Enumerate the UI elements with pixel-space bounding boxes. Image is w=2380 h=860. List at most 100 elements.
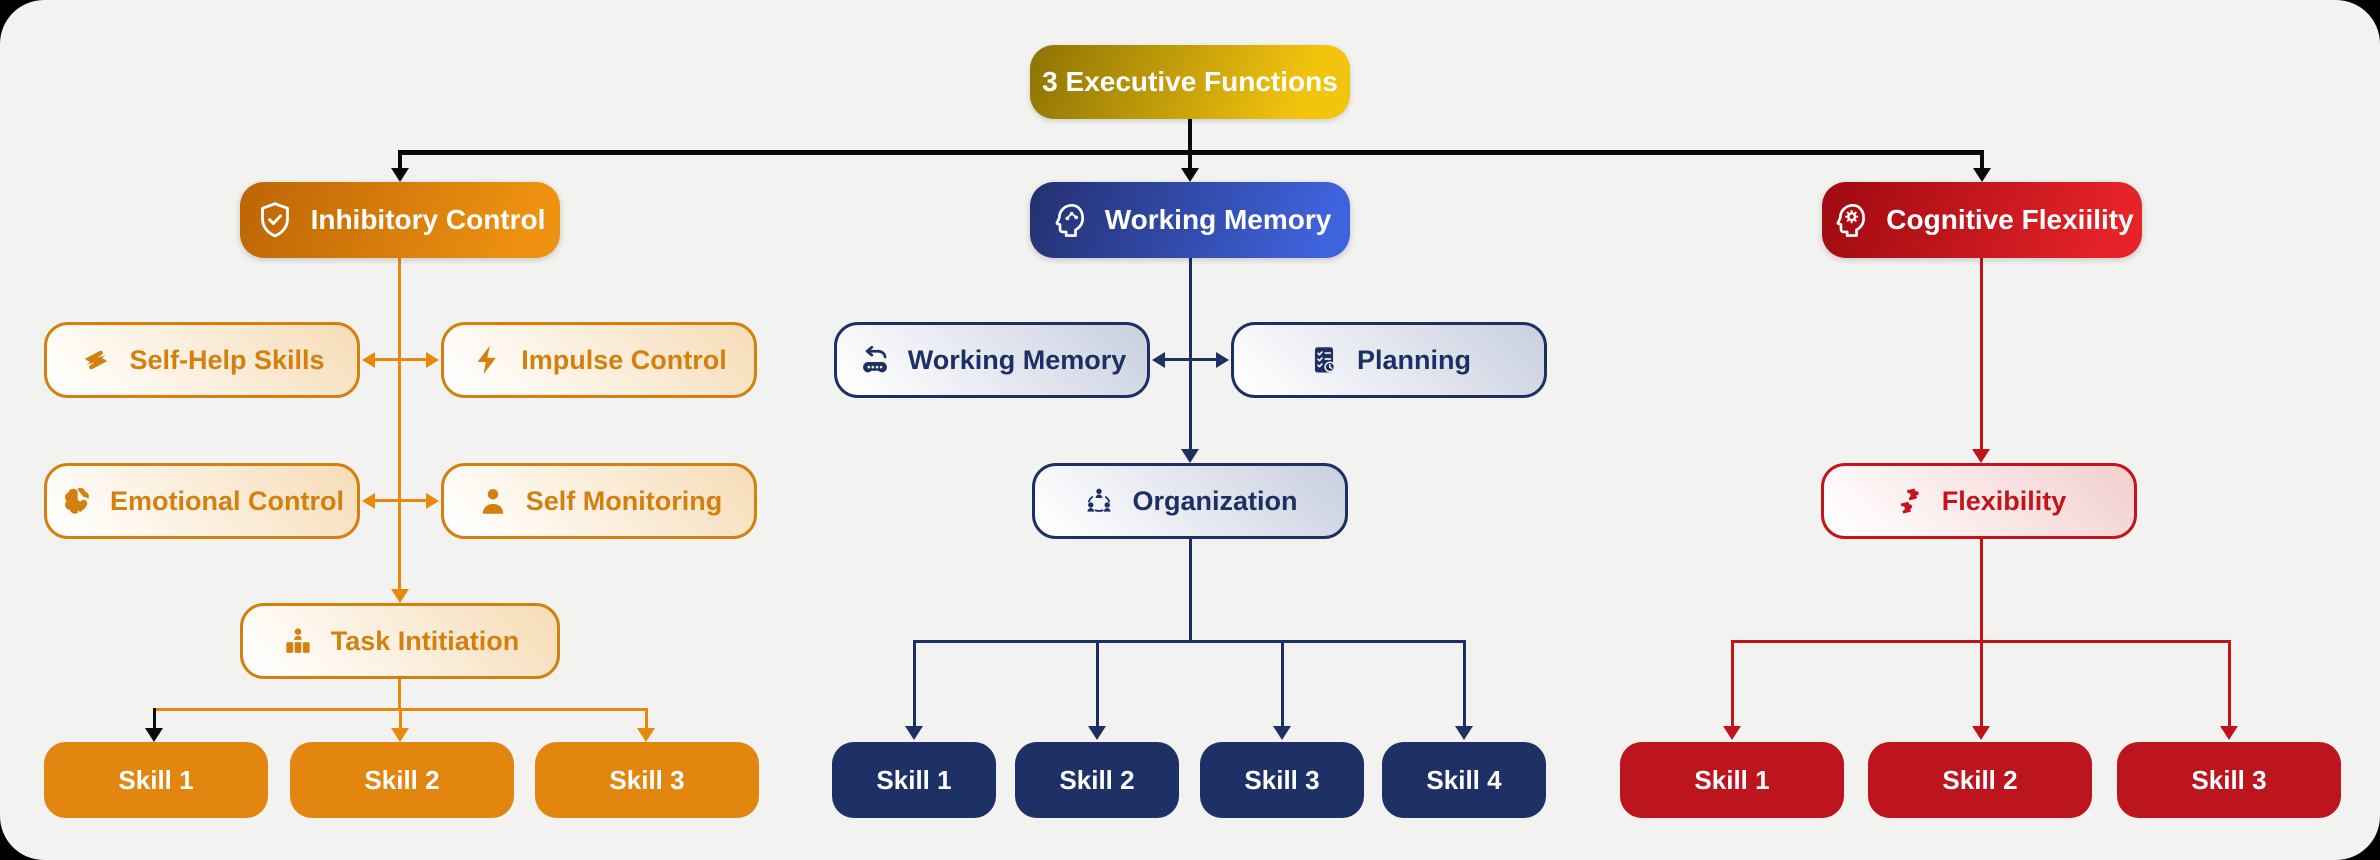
node-executive-functions: 3 Executive Functions <box>1030 45 1350 119</box>
head-circuit-icon <box>1055 204 1084 237</box>
connector-cognitive-vertical <box>1980 258 1983 451</box>
skill-label: Skill 2 <box>364 764 440 795</box>
node-label: 3 Executive Functions <box>1042 66 1338 97</box>
arrow-down-icon <box>391 168 409 182</box>
node-self-monitoring: Self Monitoring <box>441 463 757 539</box>
shield-check-icon <box>260 202 289 238</box>
skill-node: Skill 2 <box>1015 742 1179 818</box>
connector-flexibility-stem <box>1980 539 1983 640</box>
connector-root-drop-center <box>1188 150 1192 169</box>
arrow-down-icon <box>1273 726 1291 740</box>
connector-red-skill1-drop <box>1731 640 1734 726</box>
connector-navy-skills-horizontal <box>913 640 1465 643</box>
node-label: Organization <box>1132 485 1298 516</box>
connector-root-drop-left <box>398 150 402 169</box>
arrow-down-icon <box>905 726 923 740</box>
person-icon <box>482 488 503 514</box>
skill-node: Skill 1 <box>44 742 268 818</box>
arrow-left-icon <box>1152 352 1165 368</box>
connector-root-stem <box>1188 118 1192 151</box>
connector-inhibitory-vertical <box>398 258 401 590</box>
connector-root-drop-right <box>1980 150 1984 169</box>
node-label: Impulse Control <box>521 344 727 375</box>
arrow-down-icon <box>145 728 163 742</box>
connector-organization-stem <box>1189 539 1192 640</box>
connector-wm-vertical <box>1189 258 1192 451</box>
arrow-down-icon <box>1973 168 1991 182</box>
arrow-down-icon <box>1088 726 1106 740</box>
skill-node: Skill 2 <box>290 742 514 818</box>
arrow-down-icon <box>1972 726 1990 740</box>
skill-node: Skill 1 <box>832 742 996 818</box>
node-label: Self Monitoring <box>525 485 723 516</box>
person-org-icon <box>286 628 310 653</box>
node-label: Working Memory <box>907 344 1127 375</box>
node-self-help-skills: Self-Help Skills <box>44 322 360 398</box>
arrow-down-icon <box>391 728 409 742</box>
brain-heart-icon <box>65 487 89 514</box>
node-working-memory-header: Working Memory <box>1030 182 1350 258</box>
arrow-down-icon <box>1181 168 1199 182</box>
skill-node: Skill 1 <box>1620 742 1844 818</box>
node-label: Working Memory <box>1104 204 1332 235</box>
node-planning: Planning <box>1231 322 1547 398</box>
arrow-left-icon <box>362 493 375 509</box>
arrow-right-icon <box>1216 352 1229 368</box>
skill-label: Skill 2 <box>1942 764 2018 795</box>
connector-pair2-horizontal <box>375 499 427 502</box>
connector-navy-skill3-drop <box>1281 640 1284 726</box>
skill-label: Skill 3 <box>609 764 685 795</box>
node-label: Task Intitiation <box>330 625 520 656</box>
node-emotional-control: Emotional Control <box>44 463 360 539</box>
skill-label: Skill 1 <box>1694 764 1770 795</box>
people-group-icon <box>1087 488 1112 512</box>
helping-hands-icon <box>85 350 108 370</box>
node-organization: Organization <box>1032 463 1348 539</box>
node-cognitive-flexibility: Cognitive Flexiility <box>1822 182 2142 258</box>
node-impulse-control: Impulse Control <box>441 322 757 398</box>
lightning-bolt-icon <box>477 345 497 375</box>
connector-orange-skill1-drop <box>153 708 156 729</box>
skill-node: Skill 3 <box>1200 742 1364 818</box>
arrow-down-icon <box>1972 449 1990 463</box>
arrow-right-icon <box>426 493 439 509</box>
skill-label: Skill 3 <box>2191 764 2267 795</box>
connector-pair1-horizontal <box>375 358 427 361</box>
node-label: Inhibitory Control <box>310 204 546 235</box>
connector-navy-skill4-drop <box>1463 640 1466 726</box>
node-label: Flexibility <box>1941 485 2067 516</box>
arrow-down-icon <box>1723 726 1741 740</box>
checklist-clock-icon <box>1314 347 1336 373</box>
arrow-down-icon <box>1181 449 1199 463</box>
node-label: Cognitive Flexiility <box>1886 204 2134 235</box>
skill-label: Skill 3 <box>1244 764 1320 795</box>
skill-label: Skill 1 <box>118 764 194 795</box>
connector-wm-pair-horizontal <box>1165 358 1217 361</box>
connector-navy-skill2-drop <box>1096 640 1099 726</box>
skill-node: Skill 3 <box>535 742 759 818</box>
node-flexibility: Flexibility <box>1821 463 2137 539</box>
connector-red-skill3-drop <box>2228 640 2231 726</box>
arrow-left-icon <box>362 352 375 368</box>
arrow-down-icon <box>1455 726 1473 740</box>
node-inhibitory-control: Inhibitory Control <box>240 182 560 258</box>
connector-task-stem <box>398 679 401 710</box>
node-working-memory-sub: Working Memory <box>834 322 1150 398</box>
arrow-right-icon <box>426 352 439 368</box>
skill-node: Skill 2 <box>1868 742 2092 818</box>
node-label: Emotional Control <box>110 485 344 516</box>
connector-orange-skill2-drop <box>399 708 402 729</box>
skill-label: Skill 2 <box>1059 764 1135 795</box>
node-label: Planning <box>1357 344 1471 375</box>
skill-node: Skill 4 <box>1382 742 1546 818</box>
node-label: Self-Help Skills <box>129 344 325 375</box>
connector-orange-skill3-drop <box>645 708 648 729</box>
arrow-down-icon <box>391 589 409 603</box>
puzzle-icon <box>1900 488 1919 514</box>
head-gear-icon <box>1836 204 1866 237</box>
node-task-initiation: Task Intitiation <box>240 603 560 679</box>
connector-red-skill2-drop <box>1980 640 1983 726</box>
connector-navy-skill1-drop <box>913 640 916 726</box>
arrow-down-icon <box>637 728 655 742</box>
